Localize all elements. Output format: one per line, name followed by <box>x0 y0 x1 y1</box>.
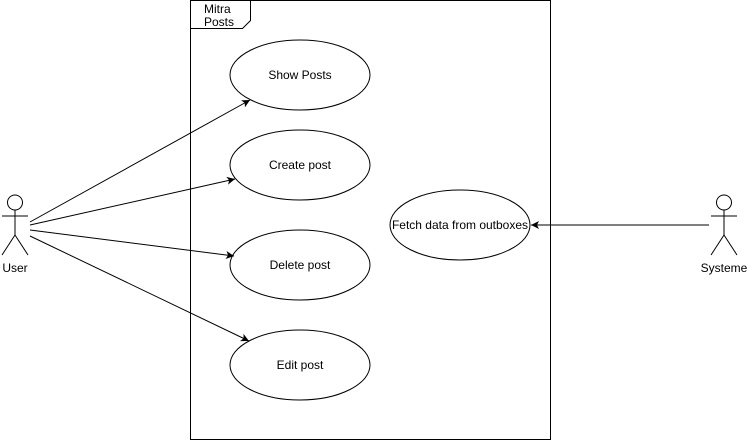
association-user-show-posts <box>29 99 251 223</box>
system-name-tab <box>190 0 251 29</box>
association-user-delete-post <box>29 229 235 259</box>
actor-user-label: User <box>2 261 27 275</box>
use-case-ellipse <box>229 329 371 401</box>
stick-figure-icon <box>710 194 738 256</box>
use-case-ellipse <box>389 189 531 261</box>
use-case-delete-post[interactable]: Delete post <box>229 229 371 301</box>
association-user-edit-post <box>29 235 250 342</box>
actor-systeme-label: Systeme <box>701 261 748 275</box>
association-user-create-post <box>29 176 236 226</box>
actor-user[interactable]: User <box>1 194 29 275</box>
stick-figure-icon <box>1 194 29 256</box>
use-case-label: Delete post <box>270 258 331 272</box>
use-case-edit-post[interactable]: Edit post <box>229 329 371 401</box>
use-case-ellipse <box>229 129 371 201</box>
actor-systeme[interactable]: Systeme <box>701 194 748 275</box>
use-case-show-posts[interactable]: Show Posts <box>229 39 371 111</box>
use-case-ellipse <box>229 39 371 111</box>
use-case-label: Fetch data from outboxes <box>392 218 528 232</box>
use-case-label: Create post <box>269 158 332 172</box>
use-case-label: Show Posts <box>268 68 331 82</box>
system-name-line2: Posts <box>204 15 234 29</box>
system-name-line1: Mitra <box>204 2 231 16</box>
use-case-label: Edit post <box>277 358 324 372</box>
use-case-create-post[interactable]: Create post <box>229 129 371 201</box>
use-case-ellipse <box>229 229 371 301</box>
use-case-fetch-data[interactable]: Fetch data from outboxes <box>389 189 531 261</box>
